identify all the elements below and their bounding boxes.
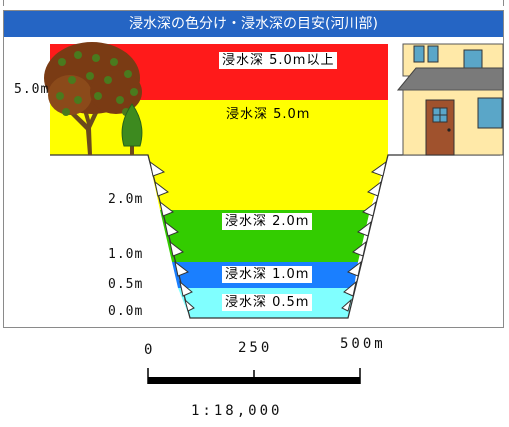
scale-tick-0: 0 [144,342,156,358]
legend-title: 浸水深の色分け・浸水深の目安(河川部) [4,11,503,37]
band-label-5m: 浸水深 5.0m [226,107,311,122]
band-label-5m-plus: 浸水深 5.0m以上 [219,52,338,69]
house-icon [396,43,504,156]
band-label-1m: 浸水深 1.0m [222,266,313,283]
scale-tick-500: 500m [340,336,386,352]
scale-tick-250: 250 [238,340,273,356]
depth-label-2m: 2.0m [108,192,144,207]
left-bank-hatching [149,160,195,312]
depth-label-05m: 0.5m [108,277,144,292]
band-label-2m: 浸水深 2.0m [222,213,313,230]
tree-icon [44,42,142,155]
band-label-05m: 浸水深 0.5m [222,294,313,311]
conifer-icon [121,103,143,155]
band-2m [160,210,370,262]
right-bank-hatching [341,160,387,312]
depth-label-0m: 0.0m [108,304,144,319]
frame-top-edge [3,0,504,6]
scale-bar [147,368,361,384]
depth-label-5m: 5.0m [14,82,50,97]
depth-label-1m: 1.0m [108,247,144,262]
scale-ratio: 1:18,000 [191,403,283,419]
